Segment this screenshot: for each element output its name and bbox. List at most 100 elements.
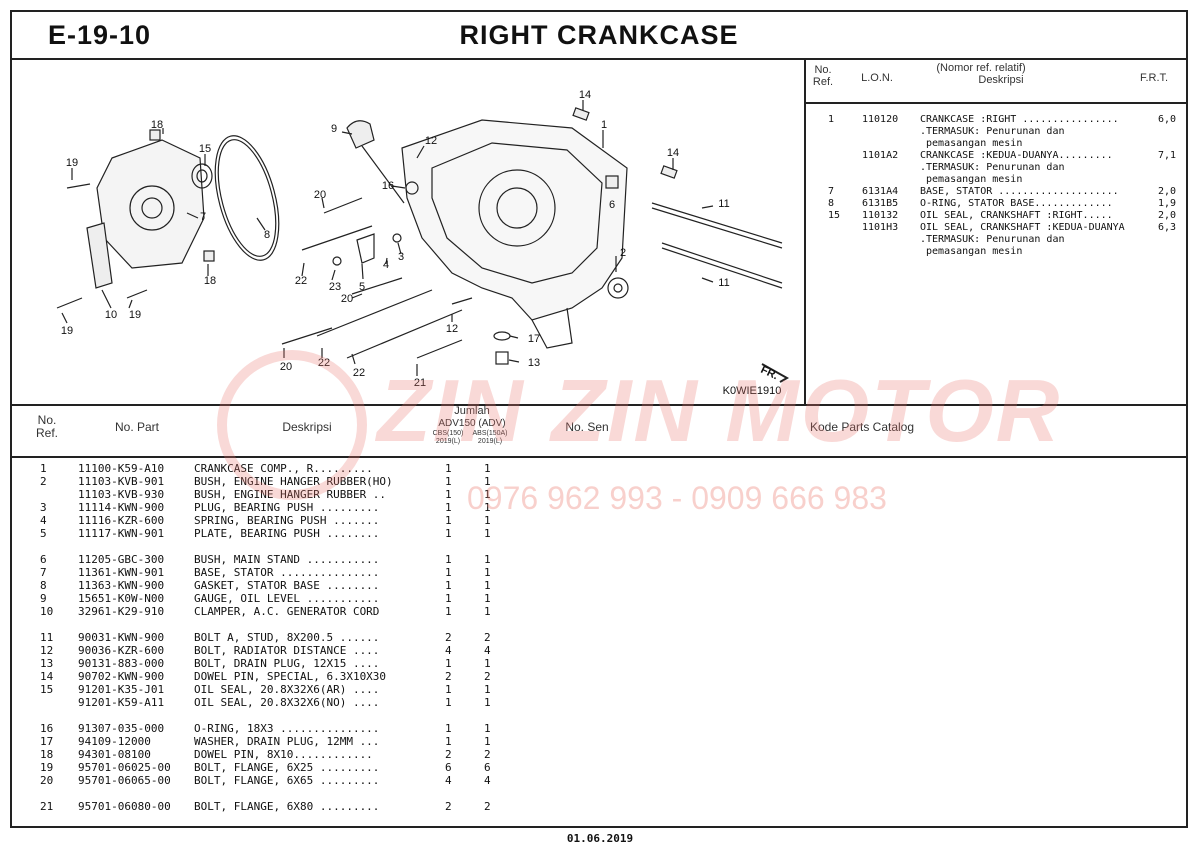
callout-12a: 12: [425, 135, 437, 147]
qty-cbs-col-header: CBS(150) 2019(L): [432, 430, 464, 445]
qty-cbs: 1: [445, 683, 452, 696]
catalog-page: E-19-10 RIGHT CRANKCASE: [10, 10, 1188, 828]
reference-row: pemasangan mesin: [806, 138, 1188, 150]
ref-number: 1: [828, 114, 835, 125]
frt-value: 2,0: [1158, 210, 1177, 221]
part-number: 91201-K35-J01: [78, 683, 165, 696]
qty-abs: 6: [484, 761, 491, 774]
qty-abs: 1: [484, 501, 491, 514]
part-ref: 15: [40, 683, 54, 696]
reference-table-header: No. Ref. L.O.N. (Nomor ref. relatif) Des…: [806, 58, 1188, 104]
part-number: 90131-883-000: [78, 657, 165, 670]
reference-table: No. Ref. L.O.N. (Nomor ref. relatif) Des…: [806, 58, 1188, 404]
part-description: DOWEL PIN, 8X10............: [194, 748, 373, 761]
callout-9: 9: [331, 123, 337, 135]
reference-row: .TERMASUK: Penurunan dan: [806, 126, 1188, 138]
part-ref: 21: [40, 800, 54, 813]
part-number: 15651-K0W-N00: [78, 592, 165, 605]
qty-cbs: 1: [445, 592, 452, 605]
qty-abs: 1: [484, 566, 491, 579]
part-number: 94109-12000: [78, 735, 151, 748]
qty-cbs: 1: [445, 579, 452, 592]
callout-21: 21: [414, 377, 426, 389]
ref-description: O-RING, STATOR BASE.............: [920, 198, 1113, 209]
part-description: BASE, STATOR ...............: [194, 566, 380, 579]
frt-value: 6,3: [1158, 222, 1177, 233]
qty-abs: 1: [484, 475, 491, 488]
ref-description: pemasangan mesin: [920, 246, 1023, 257]
callout-20a: 20: [314, 189, 326, 201]
part-ref: 11: [40, 631, 54, 644]
model-col-header: ADV150 (ADV): [438, 418, 506, 429]
part-description: GASKET, STATOR BASE ........: [194, 579, 380, 592]
part-description: BOLT, FLANGE, 6X25 .........: [194, 761, 380, 774]
image-code: K0WIE1910: [723, 385, 782, 397]
part-number: 11103-KVB-901: [78, 475, 165, 488]
part-ref: 13: [40, 657, 54, 670]
qty-abs: 1: [484, 696, 491, 709]
qty-cbs: 1: [445, 722, 452, 735]
qty-abs: 2: [484, 748, 491, 761]
reference-row: .TERMASUK: Penurunan dan: [806, 162, 1188, 174]
part-description: BOLT, FLANGE, 6X65 .........: [194, 774, 380, 787]
part-description: SPRING, BEARING PUSH .......: [194, 514, 380, 527]
frt-value: 1,9: [1158, 198, 1177, 209]
lon-code: 1101A2: [862, 150, 899, 161]
part-description: BOLT, DRAIN PLUG, 12X15 ....: [194, 657, 380, 670]
qty-abs: 2: [484, 631, 491, 644]
qty-cbs: 1: [445, 553, 452, 566]
callout-10: 10: [105, 309, 117, 321]
front-direction-marker: FR.: [759, 364, 780, 382]
parts-desc-col-header: Deskripsi: [282, 420, 332, 434]
qty-abs: 2: [484, 670, 491, 683]
part-ref: 8: [40, 579, 47, 592]
part-ref: 6: [40, 553, 47, 566]
part-number: 11363-KWN-900: [78, 579, 165, 592]
part-ref: 19: [40, 761, 54, 774]
part-number: 91201-K59-A11: [78, 696, 165, 709]
callout-11a: 11: [718, 198, 729, 210]
part-description: CLAMPER, A.C. GENERATOR CORD: [194, 605, 380, 618]
callout-18b: 18: [204, 275, 216, 287]
reference-row: pemasangan mesin: [806, 174, 1188, 186]
part-description: OIL SEAL, 20.8X32X6(NO) ....: [194, 696, 380, 709]
qty-abs: 1: [484, 683, 491, 696]
part-ref: 12: [40, 644, 54, 657]
qty-abs: 2: [484, 800, 491, 813]
part-ref: 20: [40, 774, 54, 787]
qty-cbs: 1: [445, 735, 452, 748]
qty-abs: 1: [484, 605, 491, 618]
parts-ref-col-header: No. Ref.: [35, 413, 58, 440]
part-ref: 10: [40, 605, 54, 618]
qty-col-header: Jumlah: [454, 405, 490, 417]
callout-19c: 19: [61, 325, 73, 337]
callout-6: 6: [609, 199, 615, 211]
part-description: BOLT, FLANGE, 6X80 .........: [194, 800, 380, 813]
reference-row: .TERMASUK: Penurunan dan: [806, 234, 1188, 246]
qty-cbs: 1: [445, 514, 452, 527]
part-description: WASHER, DRAIN PLUG, 12MM ...: [194, 735, 380, 748]
part-ref: 3: [40, 501, 47, 514]
part-ref: 4: [40, 514, 47, 527]
desc-col-header-top: (Nomor ref. relatif): [936, 62, 1026, 74]
ref-description: pemasangan mesin: [920, 138, 1023, 149]
qty-abs: 1: [484, 722, 491, 735]
part-description: O-RING, 18X3 ...............: [194, 722, 380, 735]
frt-value: 7,1: [1158, 150, 1177, 161]
lon-code: 1101H3: [862, 222, 899, 233]
callout-22a: 22: [295, 275, 307, 287]
ref-description: .TERMASUK: Penurunan dan: [920, 126, 1065, 137]
callout-22c: 22: [353, 367, 365, 379]
part-ref: 5: [40, 527, 47, 540]
ref-description: CRANKCASE :RIGHT ................: [920, 114, 1119, 125]
ref-number: 8: [828, 198, 835, 209]
qty-cbs: 1: [445, 527, 452, 540]
part-description: OIL SEAL, 20.8X32X6(AR) ....: [194, 683, 380, 696]
part-number: 95701-06025-00: [78, 761, 171, 774]
callout-12b: 12: [446, 323, 458, 335]
callout-19b: 19: [129, 309, 141, 321]
part-number: 91307-035-000: [78, 722, 165, 735]
part-description: PLATE, BEARING PUSH ........: [194, 527, 380, 540]
